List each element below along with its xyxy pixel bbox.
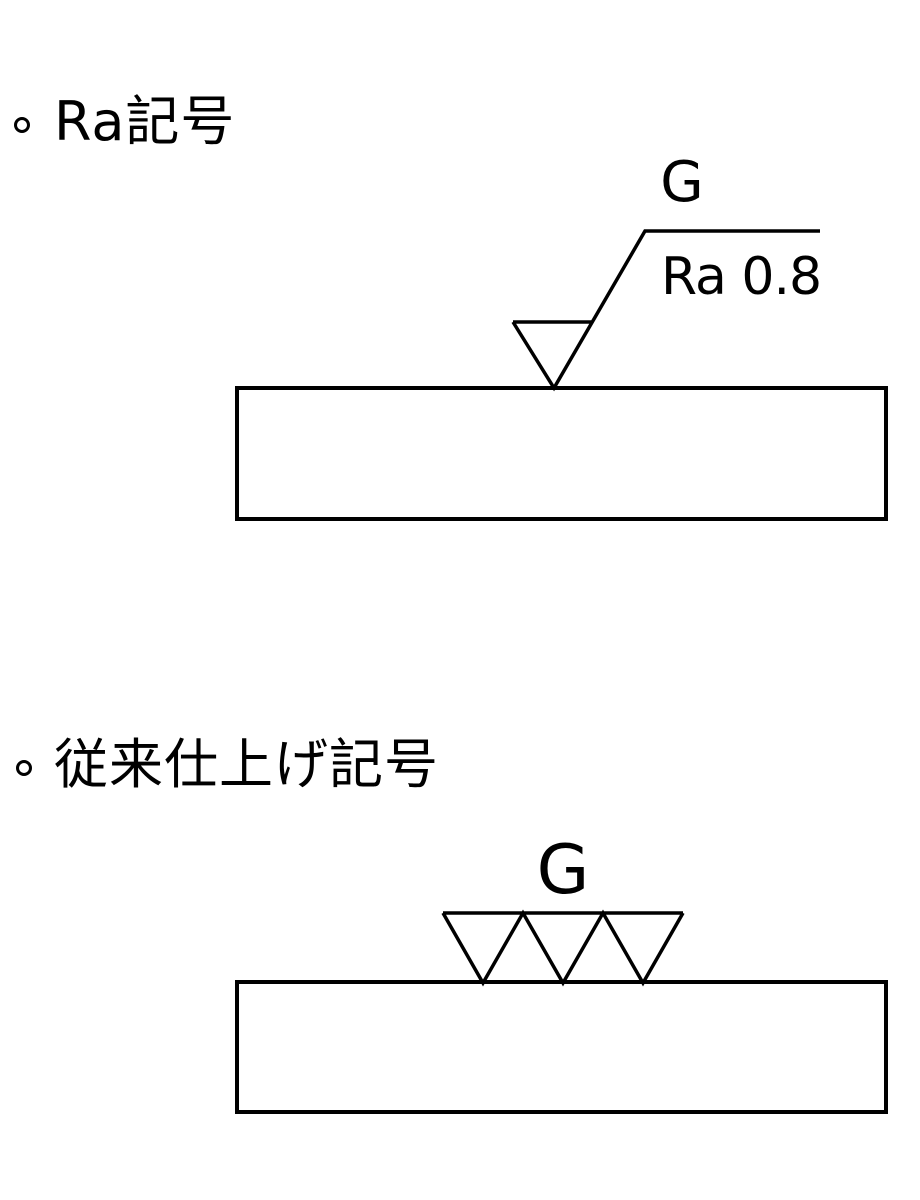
conventional-part-surface-rect	[235, 980, 888, 1114]
ra-symbol-letter: G	[660, 150, 704, 215]
ra-part-surface-rect	[235, 386, 888, 521]
conventional-symbol-letter: G	[536, 831, 590, 910]
conventional-section-title: 従来仕上げ記号	[54, 733, 439, 796]
bullet-icon	[14, 117, 30, 133]
ra-section-title: Ra記号	[54, 90, 236, 153]
triple-triangle-finish-symbol	[441, 909, 685, 987]
roughness-value-label: Ra 0.8	[661, 247, 822, 307]
ra-surface-finish-symbol	[511, 229, 820, 392]
bullet-icon	[16, 760, 32, 776]
